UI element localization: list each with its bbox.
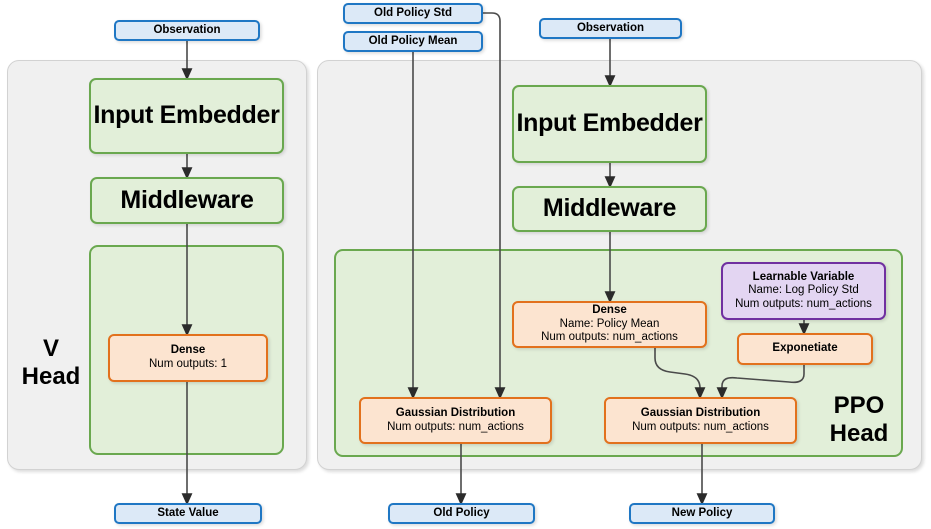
learnable-variable-name: Name: Log Policy Std bbox=[748, 284, 859, 297]
observation-input-ppo[interactable]: Observation bbox=[539, 18, 682, 39]
dense-v-num-outputs: Num outputs: 1 bbox=[149, 358, 227, 370]
input-embedder-ppo-label: Input Embedder bbox=[516, 109, 703, 138]
ppo-head-label: PPO Head bbox=[815, 392, 903, 447]
old-policy-std-input[interactable]: Old Policy Std bbox=[343, 3, 483, 24]
middleware-ppo-label: Middleware bbox=[542, 194, 677, 223]
new-policy-output[interactable]: New Policy bbox=[629, 503, 775, 524]
state-value-output-label: State Value bbox=[157, 506, 219, 519]
state-value-output[interactable]: State Value bbox=[114, 503, 262, 524]
middleware-v-label: Middleware bbox=[120, 185, 254, 214]
old-policy-output-label: Old Policy bbox=[433, 506, 490, 519]
gaussian-distribution-old-num-outputs: Num outputs: num_actions bbox=[387, 420, 524, 433]
old-policy-std-input-label: Old Policy Std bbox=[374, 6, 452, 19]
gaussian-distribution-old-title: Gaussian Distribution bbox=[395, 406, 516, 419]
v-head-label: V Head bbox=[14, 335, 88, 390]
learnable-variable-num-outputs: Num outputs: num_actions bbox=[735, 297, 872, 310]
old-policy-mean-input-label: Old Policy Mean bbox=[368, 34, 458, 47]
input-embedder-ppo[interactable]: Input Embedder bbox=[512, 85, 707, 163]
dense-policy-mean-name: Name: Policy Mean bbox=[559, 317, 660, 330]
ppo-head-label-line2: Head bbox=[829, 419, 889, 447]
exponetiate-title: Exponetiate bbox=[772, 342, 838, 355]
dense-policy-mean[interactable]: Dense Name: Policy Mean Num outputs: num… bbox=[512, 301, 707, 348]
learnable-variable-title: Learnable Variable bbox=[752, 270, 855, 283]
input-embedder-v-label: Input Embedder bbox=[93, 101, 280, 130]
ppo-head-label-line1: PPO bbox=[833, 392, 885, 419]
dense-v[interactable]: Dense Num outputs: 1 bbox=[108, 334, 268, 382]
v-head-label-line2: Head bbox=[21, 362, 81, 390]
gaussian-distribution-new[interactable]: Gaussian Distribution Num outputs: num_a… bbox=[604, 397, 797, 444]
gaussian-distribution-new-num-outputs: Num outputs: num_actions bbox=[632, 420, 769, 433]
new-policy-output-label: New Policy bbox=[671, 506, 733, 519]
middleware-v[interactable]: Middleware bbox=[90, 177, 284, 224]
learnable-variable-log-policy-std[interactable]: Learnable Variable Name: Log Policy Std … bbox=[721, 262, 886, 320]
old-policy-output[interactable]: Old Policy bbox=[388, 503, 535, 524]
old-policy-mean-input[interactable]: Old Policy Mean bbox=[343, 31, 483, 52]
input-embedder-v[interactable]: Input Embedder bbox=[89, 78, 284, 154]
dense-policy-mean-num-outputs: Num outputs: num_actions bbox=[541, 331, 678, 344]
dense-policy-mean-title: Dense bbox=[592, 304, 627, 317]
dense-v-title: Dense bbox=[170, 344, 206, 357]
observation-input-ppo-label: Observation bbox=[576, 21, 645, 34]
gaussian-distribution-new-title: Gaussian Distribution bbox=[640, 406, 761, 419]
gaussian-distribution-old[interactable]: Gaussian Distribution Num outputs: num_a… bbox=[359, 397, 552, 444]
exponetiate[interactable]: Exponetiate bbox=[737, 333, 873, 365]
v-head-label-line1: V bbox=[42, 335, 59, 362]
observation-input-v[interactable]: Observation bbox=[114, 20, 260, 41]
observation-input-v-label: Observation bbox=[153, 23, 221, 36]
middleware-ppo[interactable]: Middleware bbox=[512, 186, 707, 232]
